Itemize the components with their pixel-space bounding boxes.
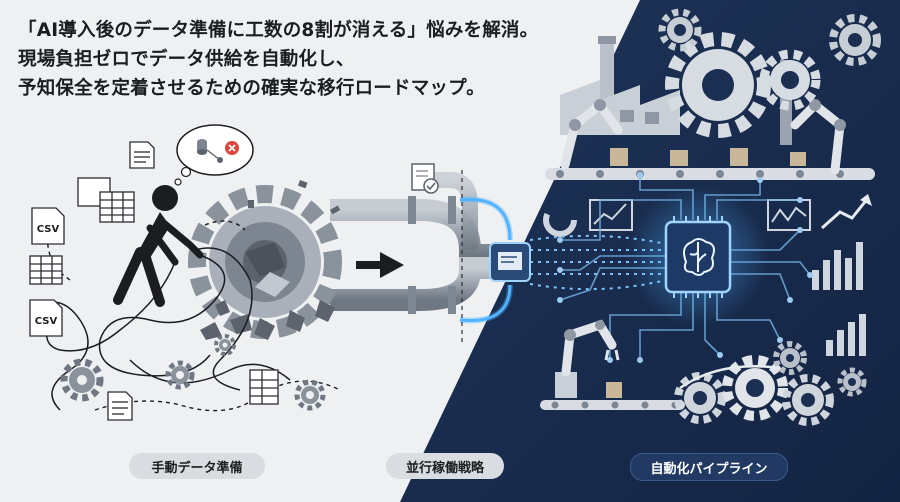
connector-box-icon [489, 242, 531, 282]
trend-chart-icon [821, 194, 872, 230]
debris [200, 179, 341, 340]
thought-bubble-icon [174, 124, 254, 186]
csv-file-icon: CSV [29, 299, 63, 337]
gear-icon [837, 367, 867, 397]
gear-icon [294, 379, 326, 411]
headline-line-1: 「AI導入後のデータ準備に工数の8割が消える」悩みを解消。 [18, 20, 539, 41]
robot-arm-illustration [540, 319, 685, 410]
pipe-glow [459, 196, 513, 324]
gear-icon [658, 8, 702, 52]
factory-illustration [545, 36, 875, 180]
broken-gear-illustration [188, 185, 342, 339]
gear-icon [829, 14, 881, 66]
csv-label: CSV [37, 224, 60, 235]
automated-pipeline-label: 自動化パイプライン [630, 453, 788, 481]
brain-icon [683, 238, 715, 276]
headline: 「AI導入後のデータ準備に工数の8割が消える」悩みを解消。 現場負担ゼロでデータ… [18, 16, 578, 103]
parallel-strategy-label: 並行稼働戦略 [386, 453, 504, 479]
gear-icon [674, 372, 726, 424]
ai-chip-icon [664, 216, 732, 298]
gear-icon [214, 334, 236, 356]
document-icon [107, 141, 155, 421]
pie-chart-icon [543, 203, 577, 237]
dotted-path [46, 219, 341, 412]
tangled-cables [29, 247, 291, 411]
gear-icon [782, 374, 834, 426]
spreadsheet-icon [29, 177, 279, 405]
gear-icon [722, 355, 788, 421]
csv-file-icon: CSV [31, 207, 65, 245]
pipe-illustration [330, 172, 510, 314]
gear-icon [60, 358, 104, 402]
document-check-icon [411, 163, 439, 194]
bar-chart-icon [812, 242, 866, 356]
arrow-right-icon [356, 252, 404, 278]
gear-icon [773, 341, 807, 375]
headline-line-2: 現場負担ゼロでデータ供給を自動化し、 [18, 49, 355, 70]
headline-line-3: 予知保全を定着させるための確実な移行ロードマップ。 [18, 78, 485, 99]
csv-label: CSV [35, 316, 58, 327]
gear-icon [759, 49, 821, 111]
manual-prep-label: 手動データ準備 [129, 453, 265, 479]
flow-arrow [679, 365, 781, 390]
gear-icon [165, 360, 195, 390]
